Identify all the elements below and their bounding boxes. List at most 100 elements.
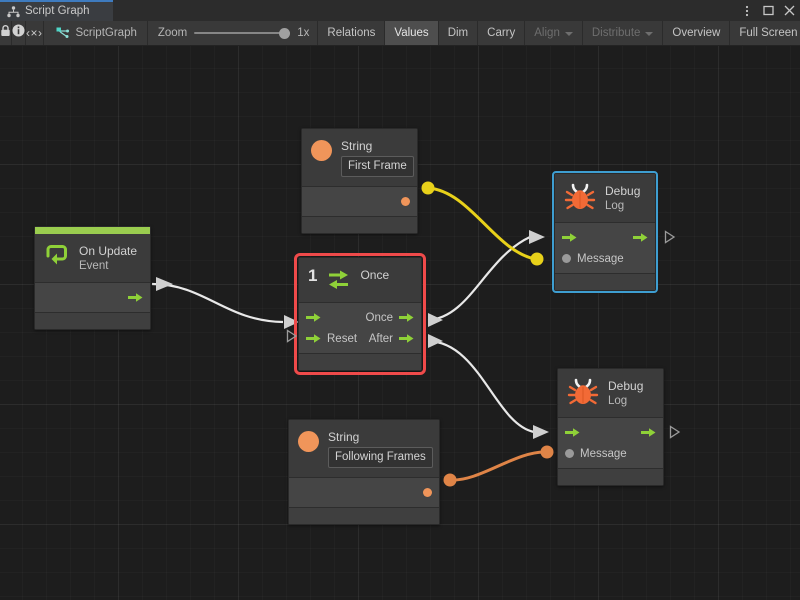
breadcrumb-label: ScriptGraph [75, 27, 137, 39]
port-label: Message [577, 252, 624, 265]
node-title: String [328, 430, 360, 444]
unconnected-input-socket-reset[interactable] [286, 329, 298, 343]
node-footer [558, 469, 663, 485]
bug-icon [564, 183, 596, 210]
chevron-down-icon [564, 32, 573, 36]
input-port-flow[interactable] [306, 312, 321, 323]
input-port-value[interactable] [565, 449, 574, 458]
toolbar-button-align: Align [525, 21, 583, 45]
output-port-flow[interactable] [399, 312, 414, 323]
toolbar-button-full-screen[interactable]: Full Screen [730, 21, 800, 45]
close-icon[interactable] [782, 4, 796, 18]
string-value-input[interactable]: First Frame [341, 156, 414, 177]
output-port-value[interactable] [401, 197, 410, 206]
output-port-flow[interactable] [633, 232, 648, 243]
node-body: Message [558, 418, 663, 469]
flow-arrow-icon [306, 334, 321, 343]
node-body [35, 283, 150, 313]
toolbar-button-label: Align [534, 27, 560, 39]
more-options-icon[interactable] [740, 4, 754, 18]
bug-icon [567, 378, 599, 405]
lock-button[interactable] [0, 21, 12, 45]
output-port-flow[interactable] [641, 427, 656, 438]
toolbar-button-label: Distribute [591, 27, 641, 39]
node-title: On Update [79, 244, 138, 258]
lock-icon [0, 24, 11, 42]
graph-toolbar: ‹×› ScriptGraph Zoom 1x Relatio [0, 21, 800, 46]
port-row [35, 287, 150, 308]
toolbar-button-relations[interactable]: Relations [318, 21, 386, 45]
input-port-value[interactable] [562, 254, 571, 263]
info-button[interactable] [12, 21, 26, 45]
zoom-slider-track [194, 32, 291, 34]
node-accent-bar [35, 227, 150, 234]
zoom-slider[interactable] [194, 26, 291, 40]
script-graph-icon [56, 27, 70, 40]
node-title: Debug [605, 184, 641, 198]
port-row [555, 227, 655, 248]
zoom-control: Zoom 1x [148, 21, 319, 45]
toolbar-button-overview[interactable]: Overview [663, 21, 731, 45]
zoom-slider-knob[interactable] [279, 28, 291, 39]
toolbar-button-values[interactable]: Values [385, 21, 439, 45]
string-value-input[interactable]: Following Frames [328, 447, 433, 468]
node-badge-count: 1 [308, 266, 318, 285]
tab-script-graph[interactable]: Script Graph [0, 0, 113, 21]
node-body [289, 478, 439, 508]
toolbar-button-carry[interactable]: Carry [478, 21, 526, 45]
port-label: Reset [327, 332, 358, 345]
chevron-down-icon [645, 32, 654, 36]
window-controls [740, 0, 796, 21]
maximize-icon[interactable] [761, 4, 775, 18]
flow-arrow-icon [562, 233, 577, 242]
toolbar-button-label: Overview [672, 27, 721, 39]
port-label: Once [365, 311, 394, 324]
flow-arrow-icon [399, 334, 414, 343]
input-port-flow[interactable] [306, 333, 321, 344]
flow-arrow-icon [306, 313, 321, 322]
flow-arrow-icon [128, 293, 143, 302]
edge-once-out-to-log1 [427, 230, 545, 327]
toolbar-button-dim[interactable]: Dim [438, 21, 479, 45]
flow-arrow-icon [565, 428, 580, 437]
output-port-value[interactable] [423, 488, 432, 497]
graph-icon [7, 5, 20, 18]
input-port-flow[interactable] [562, 232, 577, 243]
code-brackets-icon: ‹×› [26, 26, 43, 40]
breadcrumb[interactable]: ScriptGraph [44, 21, 148, 45]
unconnected-output-socket-log1[interactable] [664, 230, 676, 244]
output-port-flow[interactable] [128, 292, 143, 303]
info-icon [12, 24, 25, 42]
port-row [289, 482, 439, 503]
port-row [558, 422, 663, 443]
edge-string2-to-log2-message [443, 445, 554, 487]
node-footer [299, 354, 421, 370]
window-titlebar: Script Graph [0, 0, 800, 21]
flow-arrow-icon [399, 313, 414, 322]
code-view-button[interactable]: ‹×› [26, 21, 44, 45]
flow-arrow-icon [641, 428, 656, 437]
toolbar-button-label: Values [394, 27, 429, 39]
output-port-flow[interactable] [399, 333, 414, 344]
node-subtitle: Log [605, 200, 625, 212]
node-footer [302, 217, 417, 233]
input-port-flow[interactable] [565, 427, 580, 438]
node-body [302, 187, 417, 217]
flow-arrow-icon [633, 233, 648, 242]
unconnected-output-socket-log2[interactable] [669, 425, 681, 439]
edge-string1-to-log1-message [421, 181, 544, 266]
